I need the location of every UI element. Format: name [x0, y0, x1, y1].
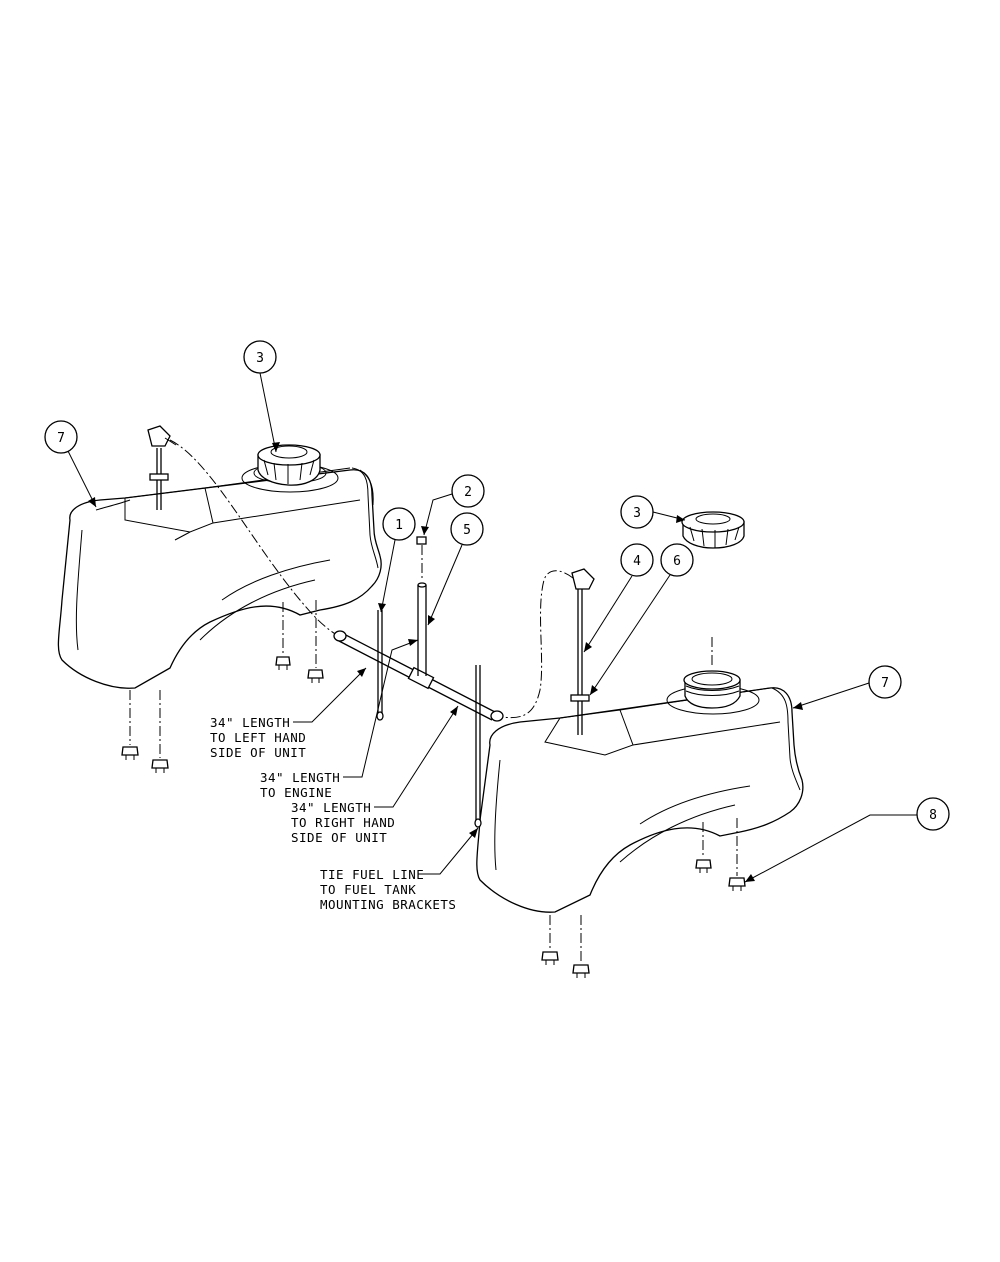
- note-line: TO FUEL TANK: [320, 882, 416, 897]
- bolt-icon: [151, 759, 169, 773]
- bolt-icon: [541, 951, 559, 965]
- note-line: 34" LENGTH: [210, 715, 290, 730]
- callout-3-left: 3: [243, 340, 280, 453]
- note-line: TO RIGHT HAND: [291, 815, 395, 830]
- callout-5: 5: [427, 512, 484, 626]
- bolt-icon: [121, 746, 139, 760]
- callout-label: 6: [673, 554, 681, 569]
- note-line: 34" LENGTH: [291, 800, 371, 815]
- note-line: 34" LENGTH: [260, 770, 340, 785]
- right-fuel-tank: [476, 637, 804, 913]
- callout-3-right: 3: [620, 495, 686, 529]
- left-tank-mounting-bolts: [121, 600, 324, 773]
- note-line: SIDE OF UNIT: [210, 745, 306, 760]
- note-line: TO ENGINE: [260, 785, 332, 800]
- callout-label: 5: [463, 523, 471, 538]
- bolt-icon: [307, 669, 324, 683]
- callout-label: 7: [57, 431, 65, 446]
- callout-2: 2: [421, 474, 485, 536]
- note-tie-fuel-line: TIE FUEL LINE TO FUEL TANK MOUNTING BRAC…: [320, 827, 479, 912]
- callout-6: 6: [589, 543, 694, 696]
- bolt-icon: [572, 964, 590, 978]
- left-fuel-cap: [257, 444, 321, 486]
- bolt-icon: [275, 656, 291, 670]
- callout-1: 1: [378, 507, 416, 613]
- callout-label: 7: [881, 676, 889, 691]
- left-fuel-pickup: [147, 425, 177, 510]
- callout-8: 8: [744, 797, 950, 883]
- note-left-hand-line: 34" LENGTH TO LEFT HAND SIDE OF UNIT: [210, 667, 367, 760]
- callout-label: 8: [929, 808, 937, 823]
- left-fuel-tank: [57, 462, 382, 689]
- right-fuel-cap: [681, 511, 745, 549]
- note-right-hand-line: 34" LENGTH TO RIGHT HAND SIDE OF UNIT: [291, 705, 459, 845]
- note-line: TIE FUEL LINE: [320, 867, 424, 882]
- bolt-icon: [728, 877, 746, 891]
- callout-label: 3: [256, 351, 264, 366]
- right-tank-mounting-bolts: [541, 818, 746, 978]
- callout-4: 4: [583, 543, 654, 653]
- callout-7-left: 7: [44, 420, 97, 508]
- fuel-line-assembly: [169, 439, 504, 828]
- callout-label: 1: [395, 518, 403, 533]
- note-line: TO LEFT HAND: [210, 730, 306, 745]
- callout-label: 3: [633, 506, 641, 521]
- bolt-icon: [695, 859, 712, 873]
- callout-label: 4: [633, 554, 641, 569]
- note-line: SIDE OF UNIT: [291, 830, 387, 845]
- callout-7-right: 7: [792, 665, 902, 710]
- callout-label: 2: [464, 485, 472, 500]
- note-line: MOUNTING BRACKETS: [320, 897, 456, 912]
- right-fuel-pickup: [502, 568, 595, 735]
- note-engine-line: 34" LENGTH TO ENGINE: [260, 639, 419, 800]
